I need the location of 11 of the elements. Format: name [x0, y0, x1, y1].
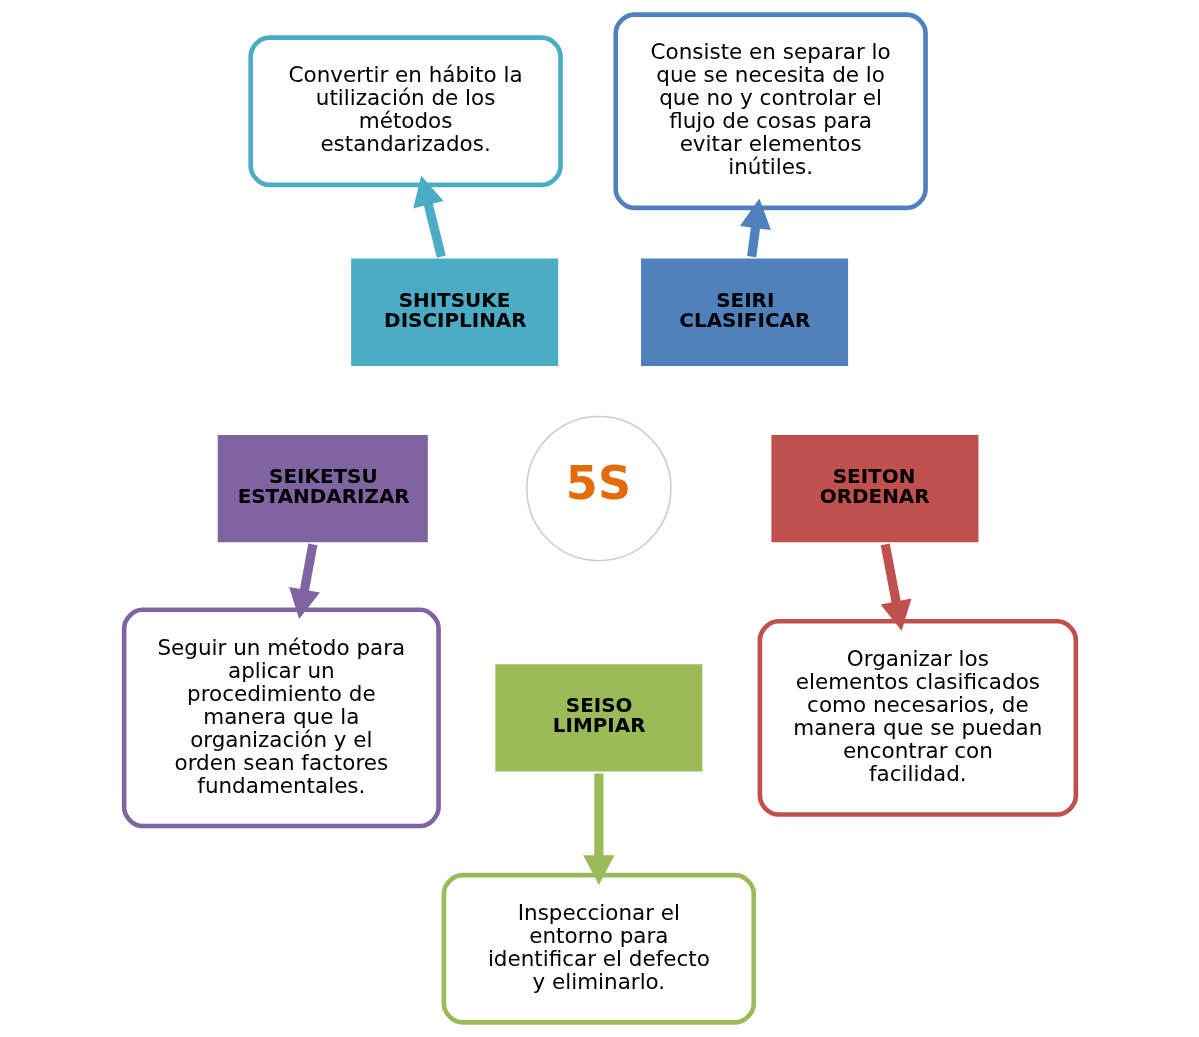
- node-box: Organizar los elementos clasificados como necesarios, de manera que se puedan encontrar con facilidad.: [757, 618, 1078, 817]
- arrow: [288, 543, 320, 620]
- node-circle: 5S: [525, 415, 672, 562]
- arrow: [582, 773, 614, 885]
- node-box: Seguir un método para aplicar un procedimiento de manera que la organización y el orden sean factores fundamentales.: [121, 607, 441, 829]
- arrow: [412, 175, 446, 258]
- arrow: [739, 198, 771, 258]
- node-box: Convertir en hábito la utilización de los métodos estandarizados.: [247, 35, 563, 188]
- node-box: Consiste en separar lo que se necesita de lo que no y controlar el flujo de cosas para evitar elementos inútiles.: [612, 12, 928, 211]
- node-box: Inspeccionar el entorno para identificar el defecto y eliminarlo.: [441, 872, 756, 1025]
- arrow: [880, 543, 911, 631]
